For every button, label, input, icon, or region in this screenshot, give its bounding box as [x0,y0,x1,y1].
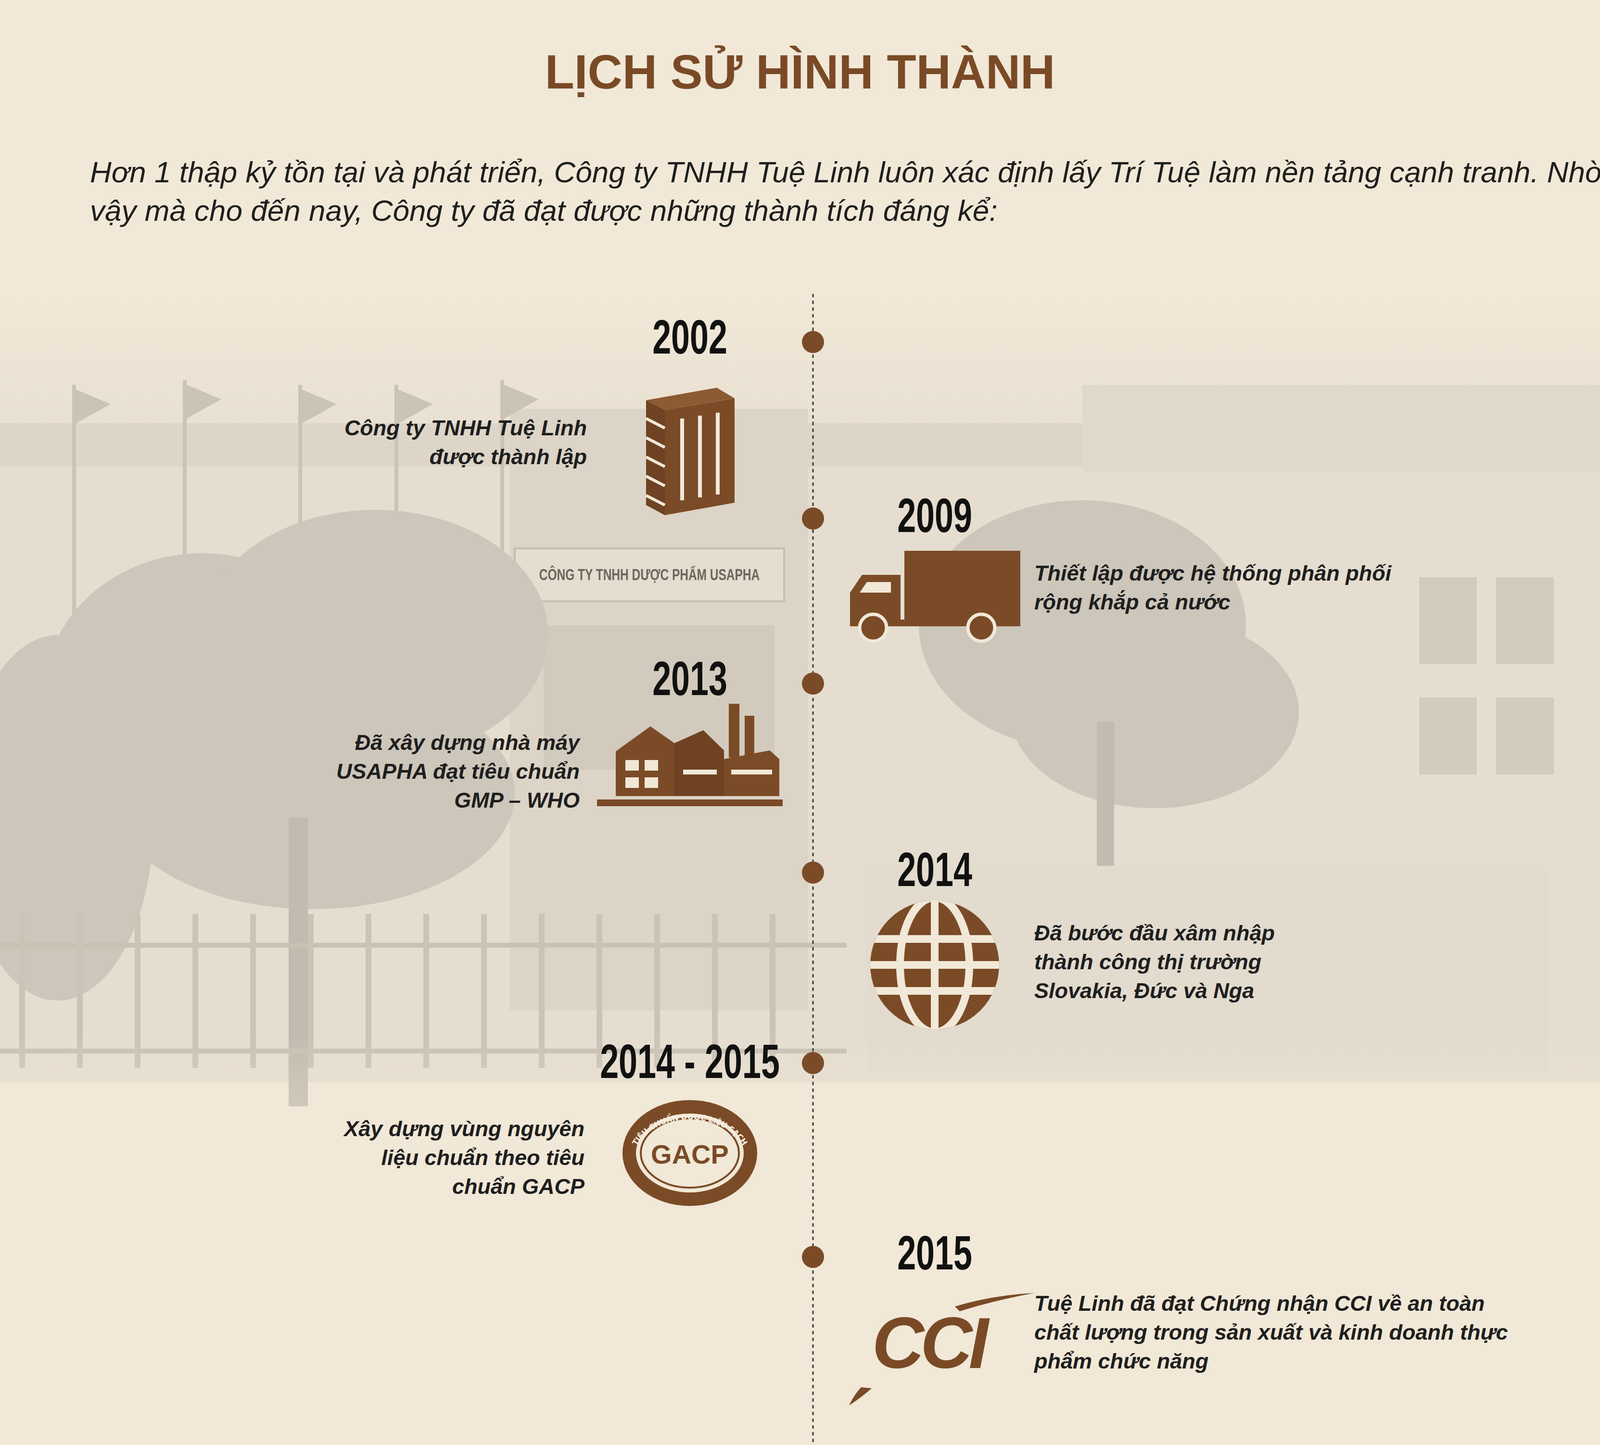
globe-icon [930,894,939,1035]
factory-icon [596,703,783,807]
truck-icon [967,614,995,642]
logo-text: CCI [872,1303,985,1384]
timeline-dots [801,507,825,530]
flag-poles [76,389,111,424]
factory-icon [728,703,740,758]
timeline-dots [801,1052,825,1075]
building-icon [646,418,665,506]
flag-poles [504,384,539,419]
factory-icon [744,715,755,759]
truck-icon [859,582,891,593]
building-icon [646,387,735,516]
gacp-badge [622,1100,758,1207]
factory-icon [683,769,717,775]
ground-fade [0,1034,1600,1445]
trees [110,678,515,910]
trees [1010,615,1299,809]
factory-icon [723,750,780,797]
globe-icon [865,894,1006,1035]
building-icon [646,418,665,429]
year-label: 2009 [897,488,973,542]
year-label: 2014 - 2015 [599,1034,780,1088]
timeline-dots [801,672,825,695]
sign-text: CÔNG TY TNHH DƯỢC PHẨM USAPHA [539,565,760,584]
milestone-text: Đã xây dựng nhà máy USAPHA đạt tiêu chuẩ… [310,728,580,815]
factory-icon [615,726,675,797]
building-icon [646,495,665,506]
building [1082,384,1600,472]
flag-poles [302,389,337,424]
trees [1096,721,1115,876]
factory-icon [674,730,724,797]
factory-icon [625,760,639,771]
badge-text: GACP [650,1139,729,1170]
truck-icon [859,614,887,642]
factory-icon [625,760,773,788]
globe-icon [865,894,1006,1035]
year-label: 2015 [897,1226,973,1280]
building [1419,697,1477,775]
building-icon [646,400,665,516]
building-icon [646,437,665,448]
milestone-text: Công ty TNHH Tuệ Linh được thành lập [298,413,587,472]
factory-icon [731,769,773,775]
building-icon [680,418,685,501]
building-icon [664,398,735,516]
building-icon [715,412,720,495]
building [1496,697,1554,775]
flag-poles [186,384,222,419]
timeline-dots [801,330,825,1269]
factory-icon [625,777,639,788]
building-icon [646,457,665,467]
year-label: 2002 [652,310,728,364]
timeline-dots [801,330,825,354]
building [0,298,1600,1083]
globe-icon [900,897,970,1033]
milestone-text: Đã bước đầu xâm nhập thành công thị trườ… [1034,918,1323,1006]
year-label: 2013 [652,651,728,705]
building [514,548,785,602]
cci-swoosh [849,1293,1035,1406]
building-icon [646,476,665,486]
year-label: 2014 [897,842,973,896]
truck-icon [850,550,1021,642]
timeline-dots [801,861,825,884]
building [1496,577,1554,664]
factory-icon [596,799,783,807]
milestone-text: Thiết lập được hệ thống phân phối rộng k… [1034,558,1410,617]
factory-icon [644,777,659,788]
truck-icon [904,550,1021,621]
building [1419,577,1477,664]
building-icon [698,415,702,498]
timeline-dots [801,1245,825,1269]
factory-icon [644,760,659,771]
building-icon [682,412,718,501]
cci-swoosh [849,1387,872,1406]
milestone-text: Xây dựng vùng nguyên liệu chuẩn theo tiê… [315,1114,585,1202]
intro-text: Hơn 1 thập kỷ tồn tại và phát triển, Côn… [89,152,1600,230]
gacp-badge [622,1100,758,1207]
building-icon [646,387,735,410]
page-title: LỊCH SỬ HÌNH THÀNH [0,44,1600,100]
milestone-text: Tuệ Linh đã đạt Chứng nhận CCI về an toà… [1034,1289,1516,1376]
